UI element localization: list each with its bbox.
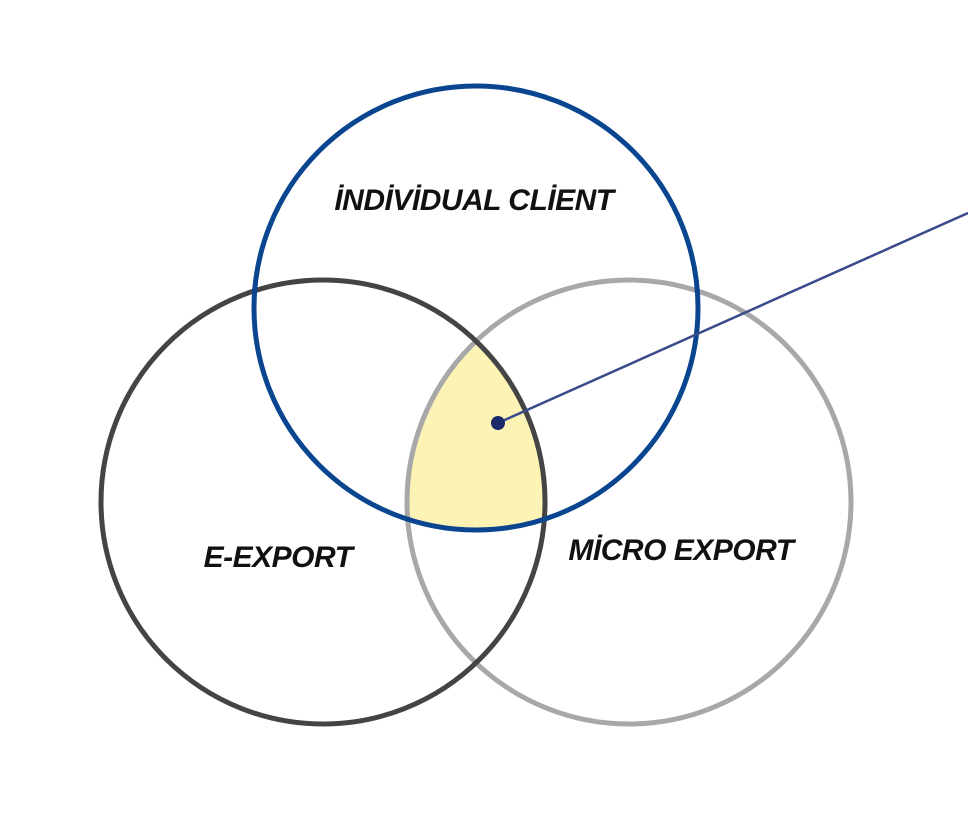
pointer-dot <box>491 416 505 430</box>
e-export-label: E-EXPORT <box>204 541 356 574</box>
micro-export-circle <box>404 277 854 727</box>
individual-client-label: İNDİVİDUAL CLİENT <box>334 184 616 217</box>
micro-export-label: MİCRO EXPORT <box>568 534 796 567</box>
e-export-circle <box>98 277 548 727</box>
pointer-line <box>497 211 968 425</box>
individual-client-circle <box>251 83 701 533</box>
